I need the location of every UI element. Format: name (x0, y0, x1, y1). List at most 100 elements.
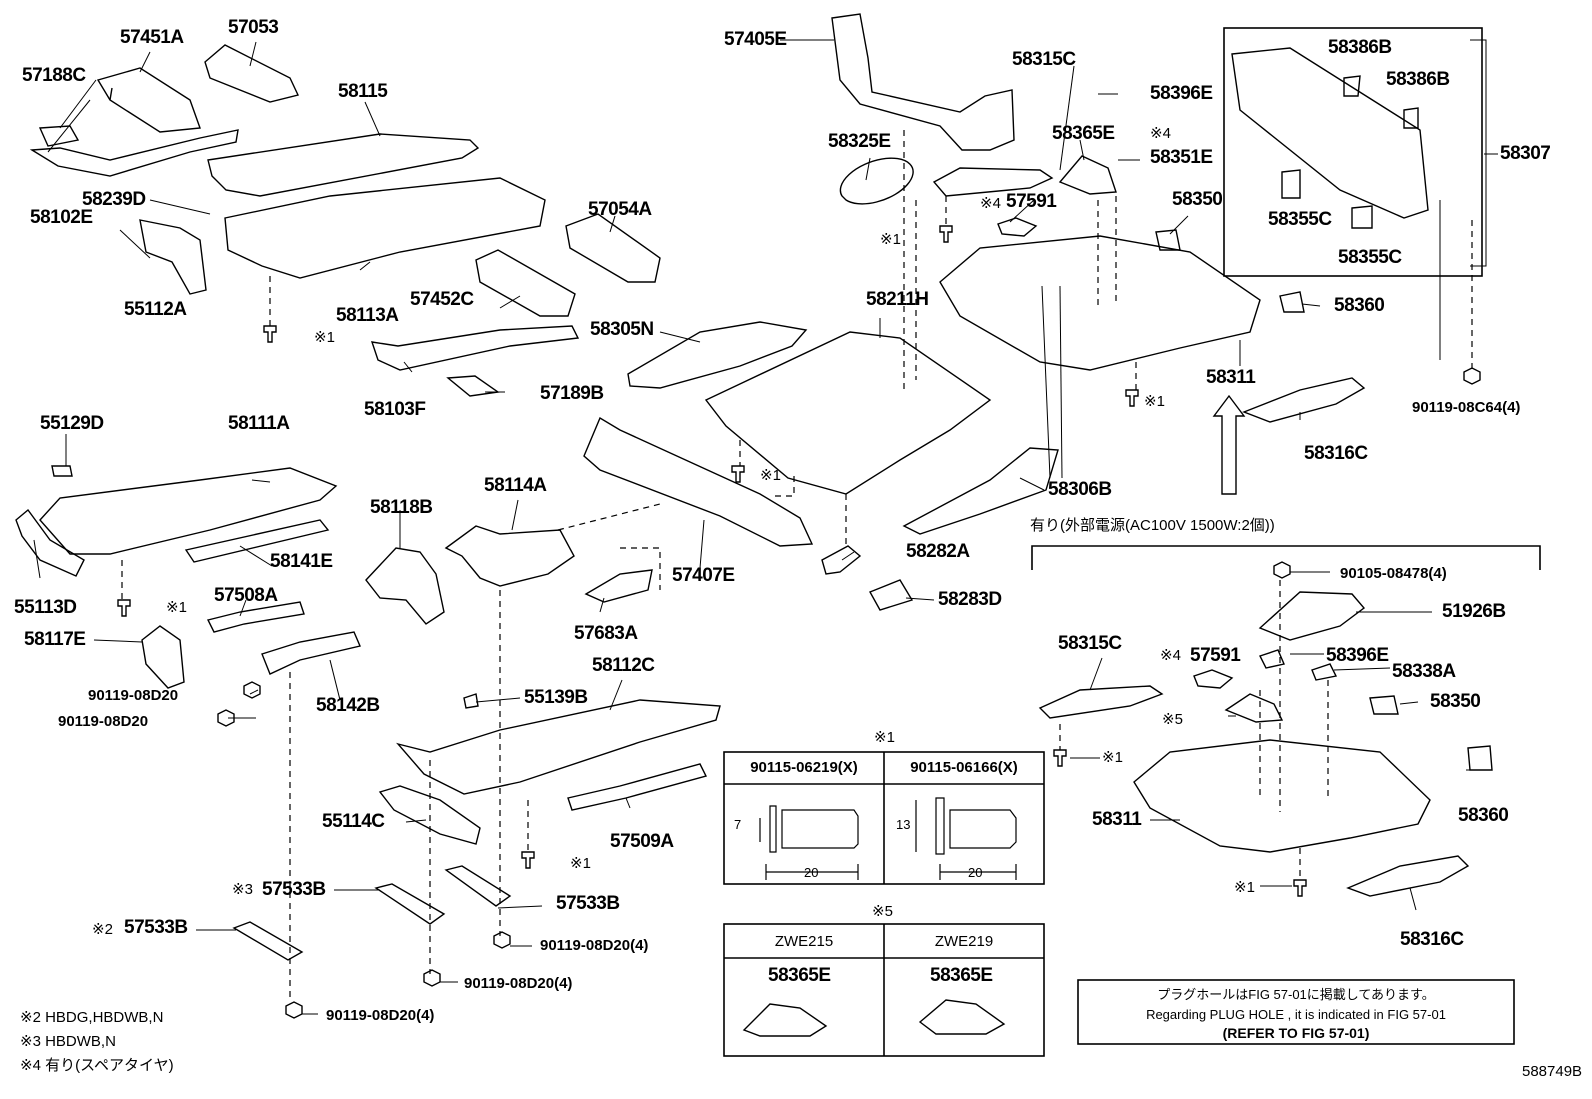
part-58365e-shape-bottom (1224, 693, 1284, 723)
note-marker-4-bottom: ※4 (1160, 647, 1181, 664)
part-label-58311-top: 58311 (1206, 367, 1256, 388)
part-label-58351e: 58351E (1150, 147, 1213, 168)
part-label-58316c-top: 58316C (1304, 443, 1368, 464)
footnote-4: ※4 有り(スペアタイヤ) (20, 1057, 174, 1074)
part-label-58306b: 58306B (1048, 479, 1112, 500)
screw-6219-head (769, 805, 777, 853)
part-58396e-shape-bottom (1259, 649, 1285, 669)
zwe219-part-label: 58365E (930, 965, 993, 986)
part-57508a-shape (184, 519, 330, 563)
part-58350-shape-bottom (1369, 695, 1399, 715)
part-55129d-shape (51, 465, 73, 477)
part-label-58103f: 58103F (364, 399, 426, 420)
part-label-58114a: 58114A (484, 475, 547, 496)
part-58360-shape-top (1279, 291, 1305, 313)
part-label-57533b-b: 57533B (556, 893, 620, 914)
fastener-shape-h (1293, 879, 1307, 897)
part-label-58311-bottom: 58311 (1092, 809, 1142, 830)
note-marker-1-a: ※1 (880, 231, 901, 248)
part-58365e-shape-top (1058, 155, 1117, 195)
part-label-58239d: 58239D (82, 189, 146, 210)
part-58112c-shape (396, 699, 721, 795)
part-57054a-shape (565, 213, 661, 283)
part-58316c-shape-bottom (1346, 855, 1470, 897)
external-power-caption: 有り(外部電源(AC100V 1500W:2個)) (1030, 517, 1275, 534)
note-marker-5: ※5 (1162, 711, 1183, 728)
part-58282a-shape (821, 545, 862, 575)
part-58306b-shape (902, 447, 1059, 535)
part-label-58305n: 58305N (590, 319, 654, 340)
part-label-55129d: 55129D (40, 413, 104, 434)
part-58102e-shape (29, 129, 239, 177)
part-58325e-shape (839, 157, 914, 205)
part-58386b-shape-a (1343, 75, 1361, 97)
part-label-90119-08c64: 90119-08C64(4) (1412, 399, 1521, 416)
part-58305n-shape (627, 321, 808, 389)
part-label-57508a: 57508A (214, 585, 278, 606)
part-58113a-shape (224, 177, 546, 279)
screw-table-col2-header: 90115-06166(X) (910, 759, 1018, 776)
part-57683a-shape (584, 569, 653, 603)
plug-note-english: Regarding PLUG HOLE , it is indicated in… (1146, 1007, 1446, 1022)
part-label-90105-08478: 90105-08478(4) (1340, 565, 1447, 582)
screw-6219-dim-length: 20 (804, 865, 819, 880)
external-power-bracket (1031, 545, 1541, 570)
part-label-58112c: 58112C (592, 655, 655, 676)
part-label-58325e: 58325E (828, 131, 891, 152)
part-58315c-shape-bottom (1038, 685, 1164, 719)
part-label-58118b: 58118B (370, 497, 433, 518)
screw-table-col1-header: 90115-06219(X) (750, 759, 858, 776)
part-58355c-shape-a (1281, 169, 1301, 199)
fastener-shape-f (521, 851, 535, 869)
part-label-58211h: 58211H (866, 289, 929, 310)
part-51926b-shape (1258, 591, 1366, 641)
part-label-57451a: 57451A (120, 27, 184, 48)
note-marker-2-label: ※2 (92, 921, 113, 938)
part-label-90119-08d20-4-b: 90119-08D20(4) (464, 975, 573, 992)
part-label-58113a: 58113A (336, 305, 399, 326)
part-label-55114c: 55114C (322, 811, 385, 832)
note-marker-4-57591: ※4 (980, 195, 1001, 212)
part-label-57188c: 57188C (22, 65, 86, 86)
part-label-58360-top: 58360 (1334, 295, 1385, 316)
footnote-2: ※2 HBDG,HBDWB,N (20, 1009, 164, 1026)
up-arrow-shape (1212, 394, 1246, 495)
fastener-shape-b (117, 599, 131, 617)
part-label-58350-bottom: 58350 (1430, 691, 1481, 712)
note-marker-4-top: ※4 (1150, 125, 1171, 142)
part-58141e-shape (206, 601, 305, 633)
part-label-58117e: 58117E (24, 629, 86, 650)
part-58211h-shape (704, 331, 992, 495)
part-58117e-shape (141, 625, 185, 689)
bolt-shape-b (217, 709, 235, 727)
part-label-58315c-bottom: 58315C (1058, 633, 1122, 654)
part-label-58283d: 58283D (938, 589, 1002, 610)
part-label-58386b-a: 58386B (1328, 37, 1392, 58)
part-58316c-shape-top (1242, 377, 1366, 423)
part-57591-shape-top (997, 217, 1038, 237)
part-label-57533b-a: 57533B (262, 879, 326, 900)
part-label-57533b-c: 57533B (124, 917, 188, 938)
part-label-90119-08d20-b: 90119-08D20 (58, 713, 149, 730)
part-57591-shape-bottom (1193, 669, 1234, 689)
screw-6166-body (949, 809, 1017, 849)
zwe-table-marker: ※5 (872, 903, 893, 920)
plug-note-refer: (REFER TO FIG 57-01) (1222, 1025, 1370, 1041)
part-57189b-shape (446, 375, 500, 397)
part-58338a-shape (1311, 663, 1338, 681)
part-label-58350-top: 58350 (1172, 189, 1223, 210)
part-57407e-shape (583, 416, 814, 547)
part-label-57407e: 57407E (672, 565, 735, 586)
part-label-57054a: 57054A (588, 199, 652, 220)
diagram-id: 588749B (1522, 1063, 1583, 1080)
plug-note-box (1077, 979, 1515, 1045)
zwe215-thumbnail-shape (742, 1003, 828, 1037)
part-55113d-shape (15, 508, 85, 577)
part-57188c-shape (38, 125, 80, 147)
screw-6219-body (781, 809, 859, 849)
footnote-3: ※3 HBDWB,N (20, 1033, 116, 1050)
screw-6166-head (935, 797, 945, 855)
fastener-shape-e (1125, 389, 1139, 407)
